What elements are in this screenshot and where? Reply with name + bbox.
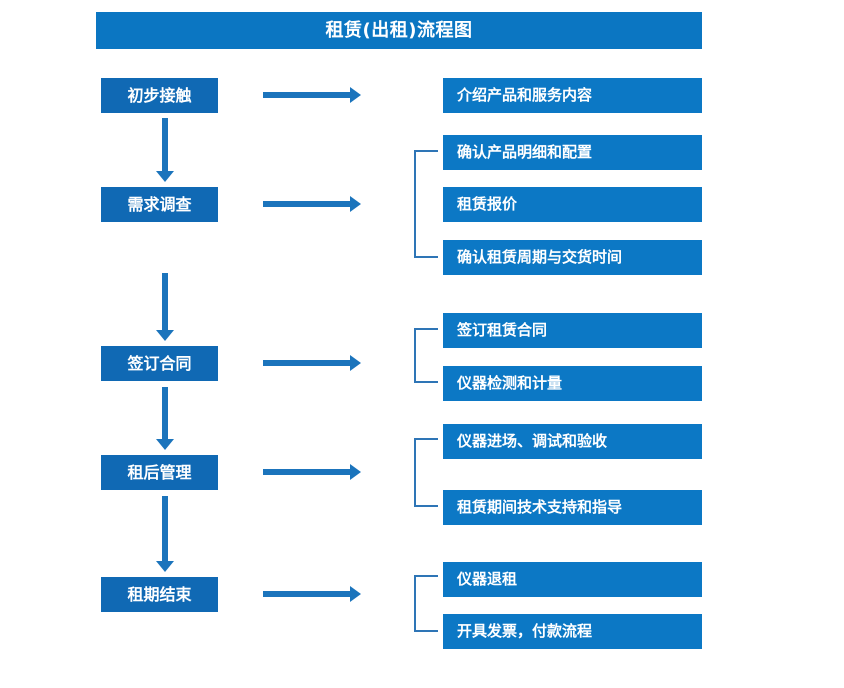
stage-label-5: 租期结束: [127, 584, 192, 604]
stage-box-5[interactable]: 租期结束: [101, 577, 218, 612]
stage-label-4: 租后管理: [127, 462, 192, 482]
page-title: 租赁(出租)流程图: [325, 19, 473, 41]
detail-box-10[interactable]: 开具发票，付款流程: [443, 614, 702, 649]
stage-label-3: 签订合同: [127, 353, 192, 373]
right-arrow-stage-5: [263, 586, 361, 602]
right-arrow-stage-4: [263, 464, 361, 480]
detail-label-3: 租赁报价: [457, 195, 518, 213]
group-bracket-stage-3: [414, 328, 438, 383]
right-arrow-shaft: [263, 92, 351, 98]
stage-box-4[interactable]: 租后管理: [101, 455, 218, 490]
detail-box-1[interactable]: 介绍产品和服务内容: [443, 78, 702, 113]
down-arrow-shaft: [162, 118, 168, 171]
down-arrow-stage2-stage3: [155, 273, 175, 341]
detail-label-8: 租赁期间技术支持和指导: [457, 498, 623, 516]
chart-title-bar: 租赁(出租)流程图: [96, 12, 702, 49]
down-arrow-head: [156, 171, 174, 182]
stage-box-3[interactable]: 签订合同: [101, 346, 218, 381]
right-arrow-stage-1: [263, 87, 361, 103]
detail-label-7: 仪器进场、调试和验收: [457, 432, 608, 450]
down-arrow-shaft: [162, 273, 168, 330]
right-arrow-shaft: [263, 201, 351, 207]
detail-box-3[interactable]: 租赁报价: [443, 187, 702, 222]
down-arrow-shaft: [162, 387, 168, 439]
group-bracket-stage-4: [414, 438, 438, 507]
group-bracket-stage-2: [414, 150, 438, 258]
right-arrow-stage-3: [263, 355, 361, 371]
down-arrow-stage1-stage2: [155, 118, 175, 182]
group-bracket-stage-5: [414, 575, 438, 632]
detail-label-10: 开具发票，付款流程: [457, 622, 593, 640]
detail-box-4[interactable]: 确认租赁周期与交货时间: [443, 240, 702, 275]
down-arrow-shaft: [162, 496, 168, 561]
right-arrow-head: [350, 586, 361, 602]
detail-label-1: 介绍产品和服务内容: [457, 86, 593, 104]
stage-box-1[interactable]: 初步接触: [101, 78, 218, 113]
detail-box-2[interactable]: 确认产品明细和配置: [443, 135, 702, 170]
detail-label-2: 确认产品明细和配置: [457, 143, 593, 161]
stage-label-1: 初步接触: [127, 85, 192, 105]
right-arrow-shaft: [263, 469, 351, 475]
detail-label-9: 仪器退租: [457, 570, 518, 588]
right-arrow-head: [350, 196, 361, 212]
down-arrow-stage4-stage5: [155, 496, 175, 572]
detail-box-8[interactable]: 租赁期间技术支持和指导: [443, 490, 702, 525]
right-arrow-shaft: [263, 591, 351, 597]
detail-box-7[interactable]: 仪器进场、调试和验收: [443, 424, 702, 459]
detail-box-5[interactable]: 签订租赁合同: [443, 313, 702, 348]
right-arrow-shaft: [263, 360, 351, 366]
detail-label-4: 确认租赁周期与交货时间: [457, 248, 623, 266]
down-arrow-head: [156, 439, 174, 450]
right-arrow-stage-2: [263, 196, 361, 212]
down-arrow-head: [156, 561, 174, 572]
detail-box-9[interactable]: 仪器退租: [443, 562, 702, 597]
down-arrow-stage3-stage4: [155, 387, 175, 450]
detail-label-6: 仪器检测和计量: [457, 374, 563, 392]
down-arrow-head: [156, 330, 174, 341]
right-arrow-head: [350, 464, 361, 480]
detail-box-6[interactable]: 仪器检测和计量: [443, 366, 702, 401]
right-arrow-head: [350, 355, 361, 371]
stage-box-2[interactable]: 需求调查: [101, 187, 218, 222]
detail-label-5: 签订租赁合同: [457, 321, 548, 339]
stage-label-2: 需求调查: [127, 194, 192, 214]
right-arrow-head: [350, 87, 361, 103]
